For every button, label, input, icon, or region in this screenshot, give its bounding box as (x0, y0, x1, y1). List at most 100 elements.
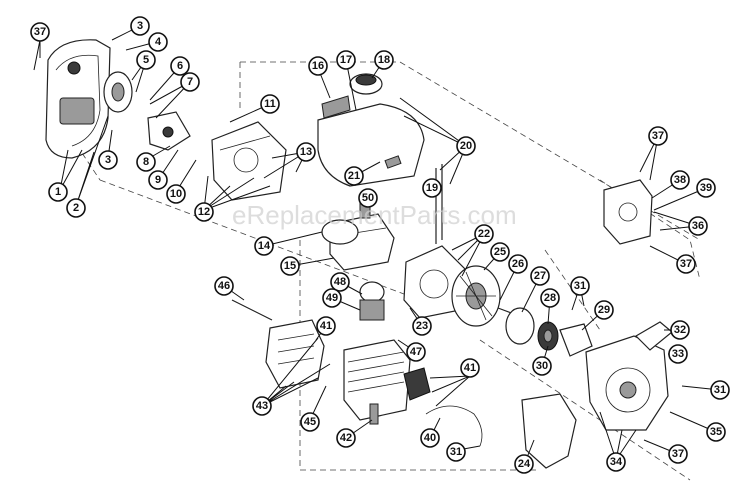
drive-shaft-cover-part (603, 179, 653, 245)
svg-text:15: 15 (284, 260, 296, 272)
callout-17: 17 (336, 50, 356, 70)
svg-text:7: 7 (187, 76, 193, 88)
callout-10: 10 (166, 184, 186, 204)
callout-26: 26 (508, 254, 528, 274)
svg-text:39: 39 (700, 182, 712, 194)
svg-text:37: 37 (680, 258, 692, 270)
callout-30: 30 (532, 356, 552, 376)
callout-50: 50 (358, 188, 378, 208)
svg-text:37: 37 (34, 26, 46, 38)
callout-23: 23 (412, 316, 432, 336)
callout-31: 31 (446, 442, 466, 462)
svg-text:40: 40 (424, 432, 436, 444)
svg-text:4: 4 (155, 36, 162, 48)
callout-3: 3 (98, 150, 118, 170)
svg-text:16: 16 (312, 60, 324, 72)
svg-text:20: 20 (460, 140, 472, 152)
crankcase-cover-part (211, 121, 287, 201)
callout-16: 16 (308, 56, 328, 76)
callout-3: 3 (130, 16, 150, 36)
svg-text:34: 34 (610, 456, 623, 468)
svg-text:31: 31 (714, 384, 726, 396)
callout-9: 9 (148, 170, 168, 190)
callout-24: 24 (514, 454, 534, 474)
svg-text:9: 9 (155, 174, 161, 186)
callout-32: 32 (670, 320, 690, 340)
svg-text:37: 37 (652, 130, 664, 142)
callout-7: 7 (180, 72, 200, 92)
svg-text:41: 41 (464, 362, 476, 374)
callout-13: 13 (296, 142, 316, 162)
svg-text:47: 47 (410, 346, 422, 358)
callout-37: 37 (676, 254, 696, 274)
callout-21: 21 (344, 166, 364, 186)
cylinder-part (343, 281, 411, 421)
callout-1: 1 (48, 182, 68, 202)
svg-text:13: 13 (300, 146, 312, 158)
callout-19: 19 (422, 178, 442, 198)
svg-text:37: 37 (672, 448, 684, 460)
svg-text:32: 32 (674, 324, 686, 336)
svg-text:12: 12 (198, 206, 210, 218)
recoil-pulley-part (103, 71, 133, 113)
callout-38: 38 (670, 170, 690, 190)
flywheel-part (451, 265, 531, 327)
callout-37: 37 (668, 444, 688, 464)
svg-text:14: 14 (258, 240, 271, 252)
svg-text:10: 10 (170, 188, 182, 200)
svg-text:21: 21 (348, 170, 360, 182)
svg-text:49: 49 (326, 292, 338, 304)
svg-text:27: 27 (534, 270, 546, 282)
svg-text:50: 50 (362, 192, 374, 204)
svg-text:25: 25 (494, 246, 506, 258)
callout-2: 2 (66, 198, 86, 218)
callout-18: 18 (374, 50, 394, 70)
ignition-coil-part (369, 367, 431, 425)
svg-text:45: 45 (304, 416, 316, 428)
callout-8: 8 (136, 152, 156, 172)
callout-31: 31 (710, 380, 730, 400)
svg-text:8: 8 (143, 156, 149, 168)
svg-text:17: 17 (340, 54, 352, 66)
callout-25: 25 (490, 242, 510, 262)
callout-22: 22 (474, 224, 494, 244)
svg-text:24: 24 (518, 458, 531, 470)
callout-6: 6 (170, 56, 190, 76)
callout-14: 14 (254, 236, 274, 256)
svg-text:41: 41 (320, 320, 332, 332)
ignition-module-part (147, 111, 191, 151)
starter-housing-part (45, 39, 111, 159)
svg-text:43: 43 (256, 400, 268, 412)
svg-text:6: 6 (177, 60, 183, 72)
svg-text:29: 29 (598, 304, 610, 316)
svg-text:18: 18 (378, 54, 390, 66)
callout-4: 4 (148, 32, 168, 52)
callout-33: 33 (668, 344, 688, 364)
svg-text:30: 30 (536, 360, 548, 372)
svg-text:46: 46 (218, 280, 230, 292)
callout-28: 28 (540, 288, 560, 308)
callout-45: 45 (300, 412, 320, 432)
callout-15: 15 (280, 256, 300, 276)
svg-text:3: 3 (137, 20, 143, 32)
callout-48: 48 (330, 272, 350, 292)
svg-text:35: 35 (710, 426, 722, 438)
spark-wire-part (425, 405, 483, 447)
callout-31: 31 (570, 276, 590, 296)
svg-text:3: 3 (105, 154, 111, 166)
svg-text:23: 23 (416, 320, 428, 332)
svg-text:19: 19 (426, 182, 438, 194)
callout-34: 34 (606, 452, 626, 472)
svg-text:42: 42 (340, 432, 352, 444)
callout-37: 37 (30, 22, 50, 42)
svg-text:36: 36 (692, 220, 704, 232)
callout-37: 37 (648, 126, 668, 146)
svg-text:11: 11 (264, 98, 276, 110)
shield-part (521, 393, 577, 469)
callout-39: 39 (696, 178, 716, 198)
callout-11: 11 (260, 94, 280, 114)
callout-47: 47 (406, 342, 426, 362)
callout-42: 42 (336, 428, 356, 448)
muffler-part (231, 299, 325, 389)
